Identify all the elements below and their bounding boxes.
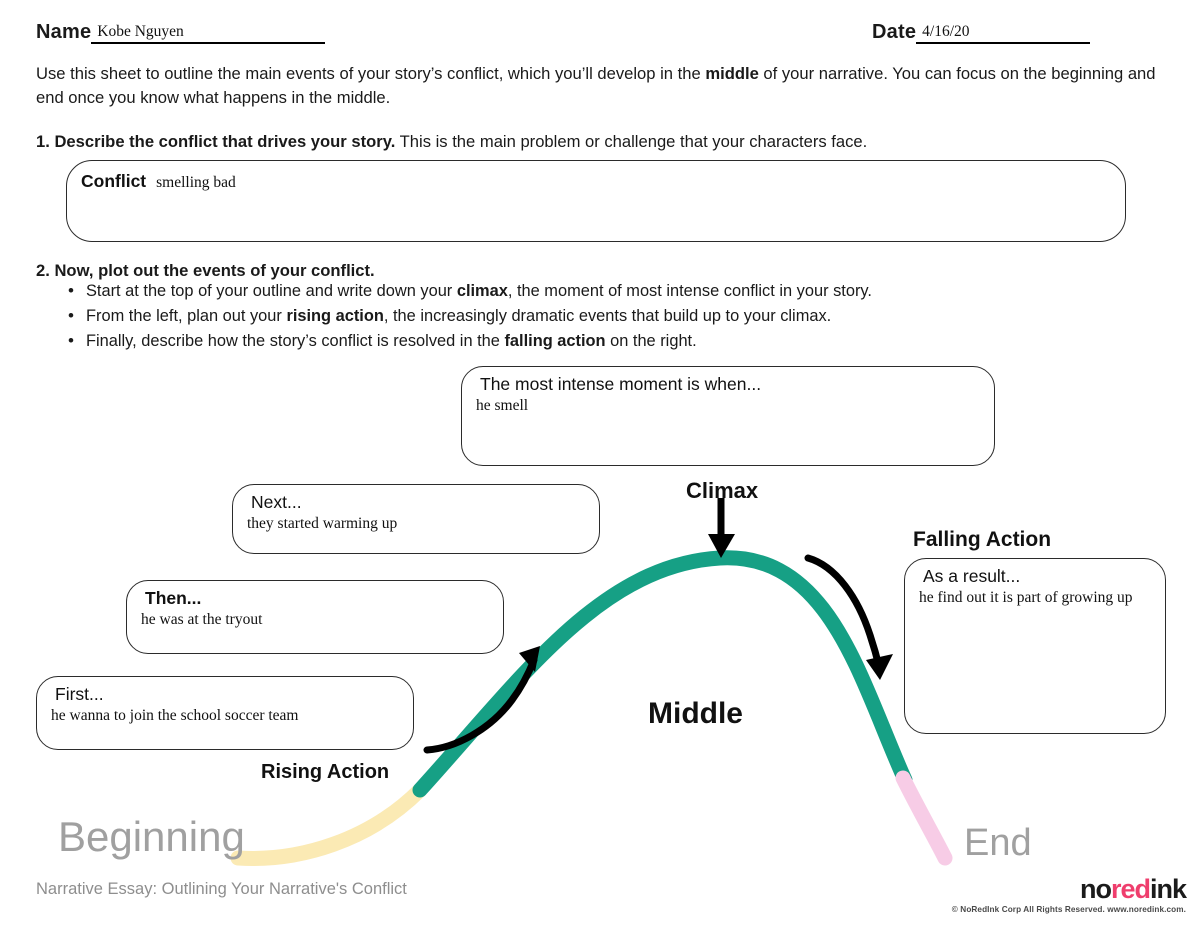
name-value: Kobe Nguyen xyxy=(97,23,184,40)
bullet-2-bold: rising action xyxy=(286,306,384,325)
date-input-rule[interactable]: 4/16/20 xyxy=(916,22,1091,45)
intro-text-a: Use this sheet to outline the main event… xyxy=(36,64,706,83)
next-answer-box[interactable]: Next... they started warming up xyxy=(232,484,600,554)
bullet-3-bold: falling action xyxy=(504,331,606,350)
first-prompt-label: First... xyxy=(55,684,104,704)
bullet-3-post: on the right. xyxy=(605,331,697,350)
result-answer-text: he find out it is part of growing up xyxy=(919,589,1133,607)
bullet-item-rising-action: From the left, plan out your rising acti… xyxy=(68,303,1146,329)
step-1-instruction: 1. Describe the conflict that drives you… xyxy=(36,130,1096,154)
climax-answer-text: he smell xyxy=(476,397,529,415)
rising-action-arrow-icon xyxy=(423,646,540,754)
step-2-title: 2. Now, plot out the events of your conf… xyxy=(36,261,375,280)
then-answer-text: he was at the tryout xyxy=(141,611,263,629)
footer-worksheet-title: Narrative Essay: Outlining Your Narrativ… xyxy=(36,880,407,898)
result-prompt-label: As a result... xyxy=(923,566,1021,586)
bullet-3-pre: Finally, describe how the story’s confli… xyxy=(86,331,505,350)
step-1-bold: 1. Describe the conflict that drives you… xyxy=(36,132,396,151)
conflict-answer-box[interactable]: Conflict smelling bad xyxy=(66,160,1126,242)
then-answer-box[interactable]: Then... he was at the tryout xyxy=(126,580,504,654)
date-field[interactable]: Date 4/16/20 xyxy=(872,21,1091,45)
climax-prompt-label: The most intense moment is when... xyxy=(480,374,762,394)
noredink-brand: noredink © NoRedInk Corp All Rights Rese… xyxy=(951,874,1187,915)
intro-paragraph: Use this sheet to outline the main event… xyxy=(36,62,1166,109)
middle-label: Middle xyxy=(648,697,743,730)
name-input-rule[interactable]: Kobe Nguyen xyxy=(91,22,326,45)
date-label: Date xyxy=(872,21,917,44)
falling-action-label: Falling Action xyxy=(913,528,1052,551)
first-answer-text: he wanna to join the school soccer team xyxy=(51,707,299,725)
next-answer-text: they started warming up xyxy=(247,515,398,533)
first-answer-box[interactable]: First... he wanna to join the school soc… xyxy=(36,676,414,750)
climax-down-arrow-icon xyxy=(708,498,735,558)
name-field[interactable]: Name Kobe Nguyen xyxy=(36,21,326,45)
date-value: 4/16/20 xyxy=(922,23,970,40)
name-label: Name xyxy=(36,21,92,44)
climax-label: Climax xyxy=(686,478,759,503)
curve-end-segment xyxy=(895,770,953,866)
bullet-1-bold: climax xyxy=(456,282,508,300)
step-2-bullet-list: Start at the top of your outline and wri… xyxy=(60,278,1146,354)
intro-bold-middle: middle xyxy=(705,64,759,83)
brand-wordmark: noredink xyxy=(952,874,1187,904)
brand-part-red: red xyxy=(1110,874,1151,904)
climax-answer-box[interactable]: The most intense moment is when... he sm… xyxy=(461,366,995,466)
bullet-item-climax: Start at the top of your outline and wri… xyxy=(68,278,1146,304)
bullet-1-post: , the moment of most intense conflict in… xyxy=(507,282,872,300)
header-fields: Name Kobe Nguyen Date 4/16/20 xyxy=(36,22,1164,56)
next-prompt-label: Next... xyxy=(251,492,302,512)
copyright-text: © NoRedInk Corp All Rights Reserved. www… xyxy=(951,905,1186,914)
conflict-prompt-label: Conflict xyxy=(81,171,147,191)
brand-part-ink: ink xyxy=(1149,874,1187,904)
result-answer-box[interactable]: As a result... he find out it is part of… xyxy=(904,558,1166,734)
beginning-label: Beginning xyxy=(58,813,245,860)
bullet-2-pre: From the left, plan out your xyxy=(86,306,287,325)
end-label: End xyxy=(964,822,1032,864)
curve-beginning-segment xyxy=(230,782,428,866)
falling-action-arrow-icon xyxy=(804,554,893,680)
brand-part-no: no xyxy=(1079,874,1112,904)
bullet-1-pre: Start at the top of your outline and wri… xyxy=(86,282,457,300)
intro-text-b: of your narrative. You can focus on the … xyxy=(36,64,1156,107)
then-prompt-label: Then... xyxy=(145,588,202,608)
rising-action-label: Rising Action xyxy=(261,761,390,783)
conflict-answer-text: smelling bad xyxy=(156,174,236,191)
bullet-2-post: , the increasingly dramatic events that … xyxy=(383,306,832,325)
bullet-item-falling-action: Finally, describe how the story’s confli… xyxy=(68,328,1146,354)
step-1-rest: This is the main problem or challenge th… xyxy=(395,132,868,151)
